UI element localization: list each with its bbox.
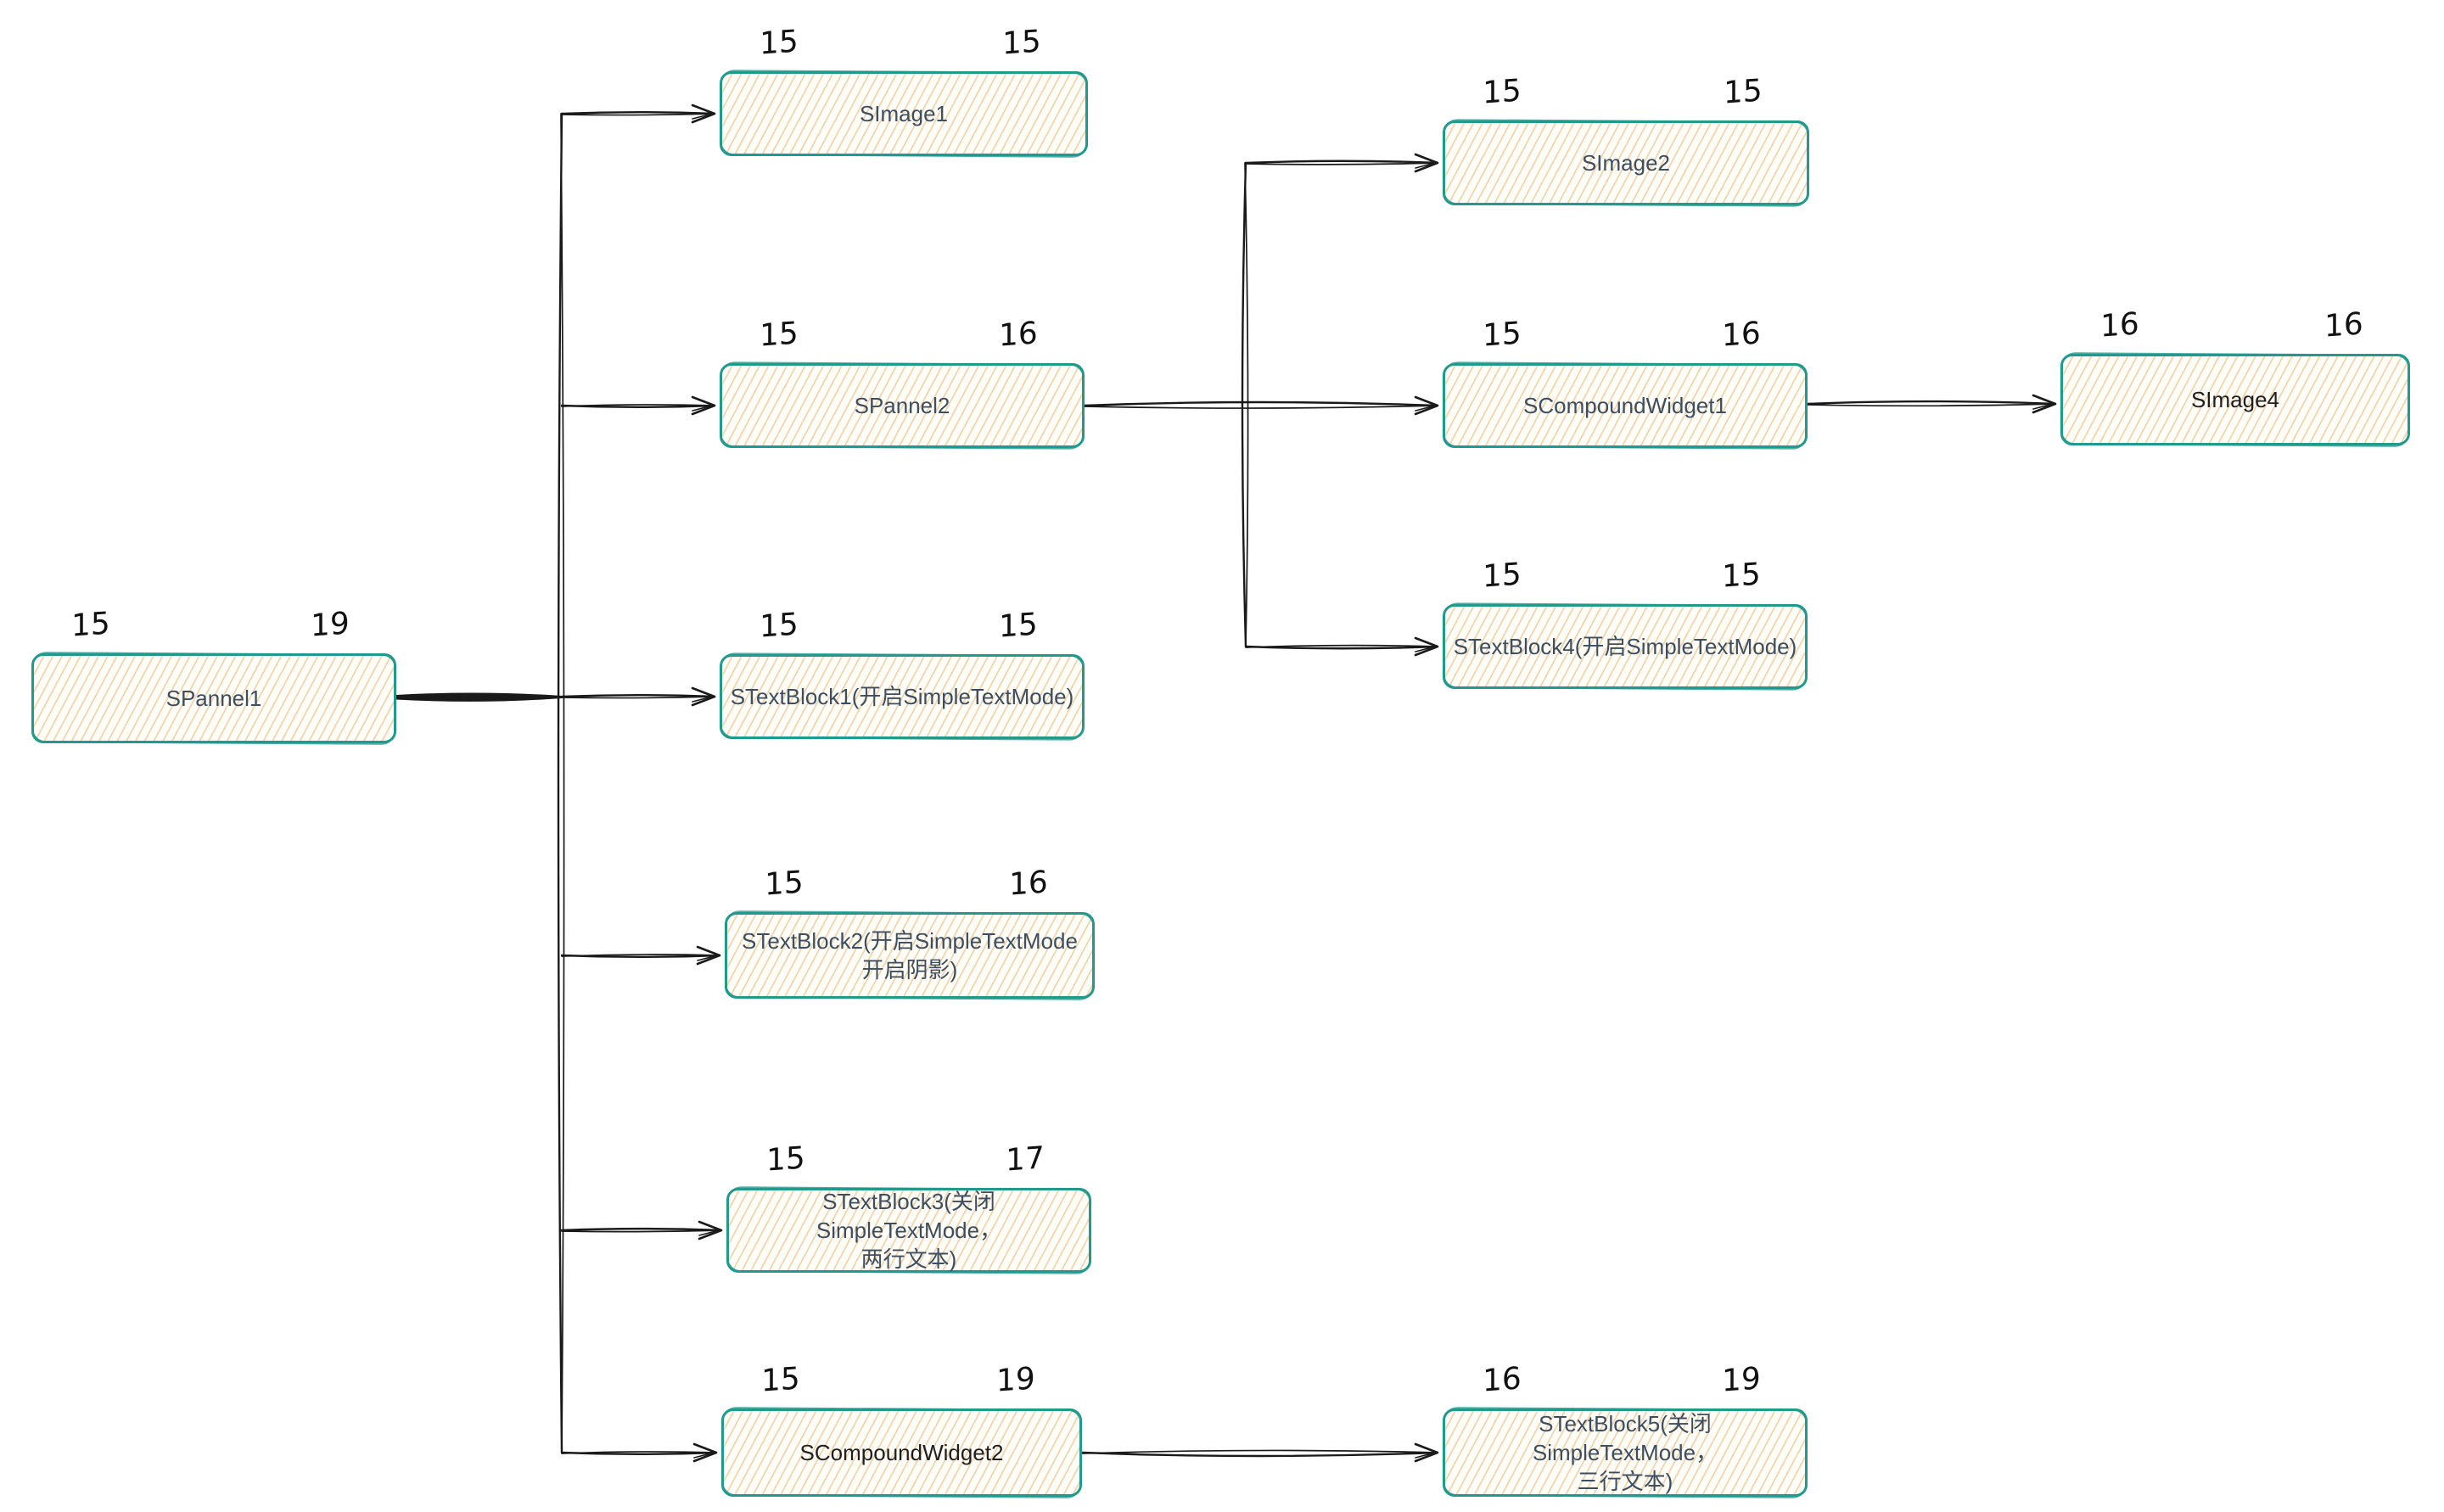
arrow-to-scompoundwidget2[interactable] <box>560 1442 718 1463</box>
size-label-right: 16 <box>1722 316 1761 354</box>
size-label-left: 15 <box>766 1140 805 1179</box>
arrow-scompoundwidget1-simage4[interactable] <box>1806 394 2057 414</box>
size-label-right: 15 <box>999 607 1038 645</box>
size-label-left: 15 <box>71 606 110 644</box>
node-label: STextBlock4(开启SimpleTextMode) <box>1453 634 1797 659</box>
node-label: SCompoundWidget2 <box>799 1440 1004 1465</box>
size-label-right: 19 <box>996 1361 1035 1399</box>
size-label-left: 15 <box>765 865 804 903</box>
trunk-left[interactable] <box>557 112 565 1454</box>
node-label: STextBlock5(关闭SimpleTextMode，三行文本) <box>1532 1411 1718 1494</box>
size-label-left: 15 <box>1483 73 1522 111</box>
arrow-to-stextblock4[interactable] <box>1244 636 1439 657</box>
node-label: SImage1 <box>859 101 949 126</box>
size-label-left: 15 <box>761 1361 800 1399</box>
size-label-right: 15 <box>1724 73 1763 111</box>
size-label-left: 15 <box>760 24 799 62</box>
size-label-right: 15 <box>1722 557 1761 595</box>
arrow-scompoundwidget2-stextblock5[interactable] <box>1080 1442 1439 1463</box>
size-label-left: 15 <box>760 316 799 354</box>
node-label: SImage4 <box>2190 387 2280 412</box>
size-label-right: 19 <box>311 606 350 644</box>
size-label-left: 16 <box>1483 1361 1522 1399</box>
size-label-right: 17 <box>1006 1140 1045 1179</box>
size-label-left: 15 <box>1483 557 1522 595</box>
node-label: SCompoundWidget1 <box>1523 393 1727 418</box>
node-label: SPannel2 <box>854 393 950 418</box>
arrow-to-stextblock2[interactable] <box>560 945 721 966</box>
size-label-right: 19 <box>1722 1361 1761 1399</box>
arrow-to-stextblock3[interactable] <box>560 1220 723 1240</box>
arrow-spannel2-scompoundwidget1[interactable] <box>1083 395 1439 416</box>
arrow-to-spannel2[interactable] <box>560 395 716 416</box>
size-label-right: 15 <box>1002 24 1041 62</box>
arrow-to-stextblock1[interactable] <box>560 686 716 707</box>
arrow-to-simage1[interactable] <box>560 104 716 124</box>
node-label: SImage2 <box>1581 150 1671 176</box>
trunk-right[interactable] <box>1241 161 1249 648</box>
arrow-to-simage2[interactable] <box>1244 153 1439 173</box>
node-label: STextBlock3(关闭SimpleTextMode，两行文本) <box>816 1189 1002 1272</box>
size-label-right: 16 <box>2324 306 2363 344</box>
node-label: STextBlock1(开启SimpleTextMode) <box>730 684 1074 709</box>
node-label: SPannel1 <box>165 686 262 711</box>
size-label-left: 15 <box>1483 316 1522 354</box>
size-label-left: 15 <box>760 607 799 645</box>
size-label-left: 16 <box>2100 306 2139 344</box>
size-label-right: 16 <box>1009 865 1048 903</box>
size-label-right: 16 <box>999 316 1038 354</box>
